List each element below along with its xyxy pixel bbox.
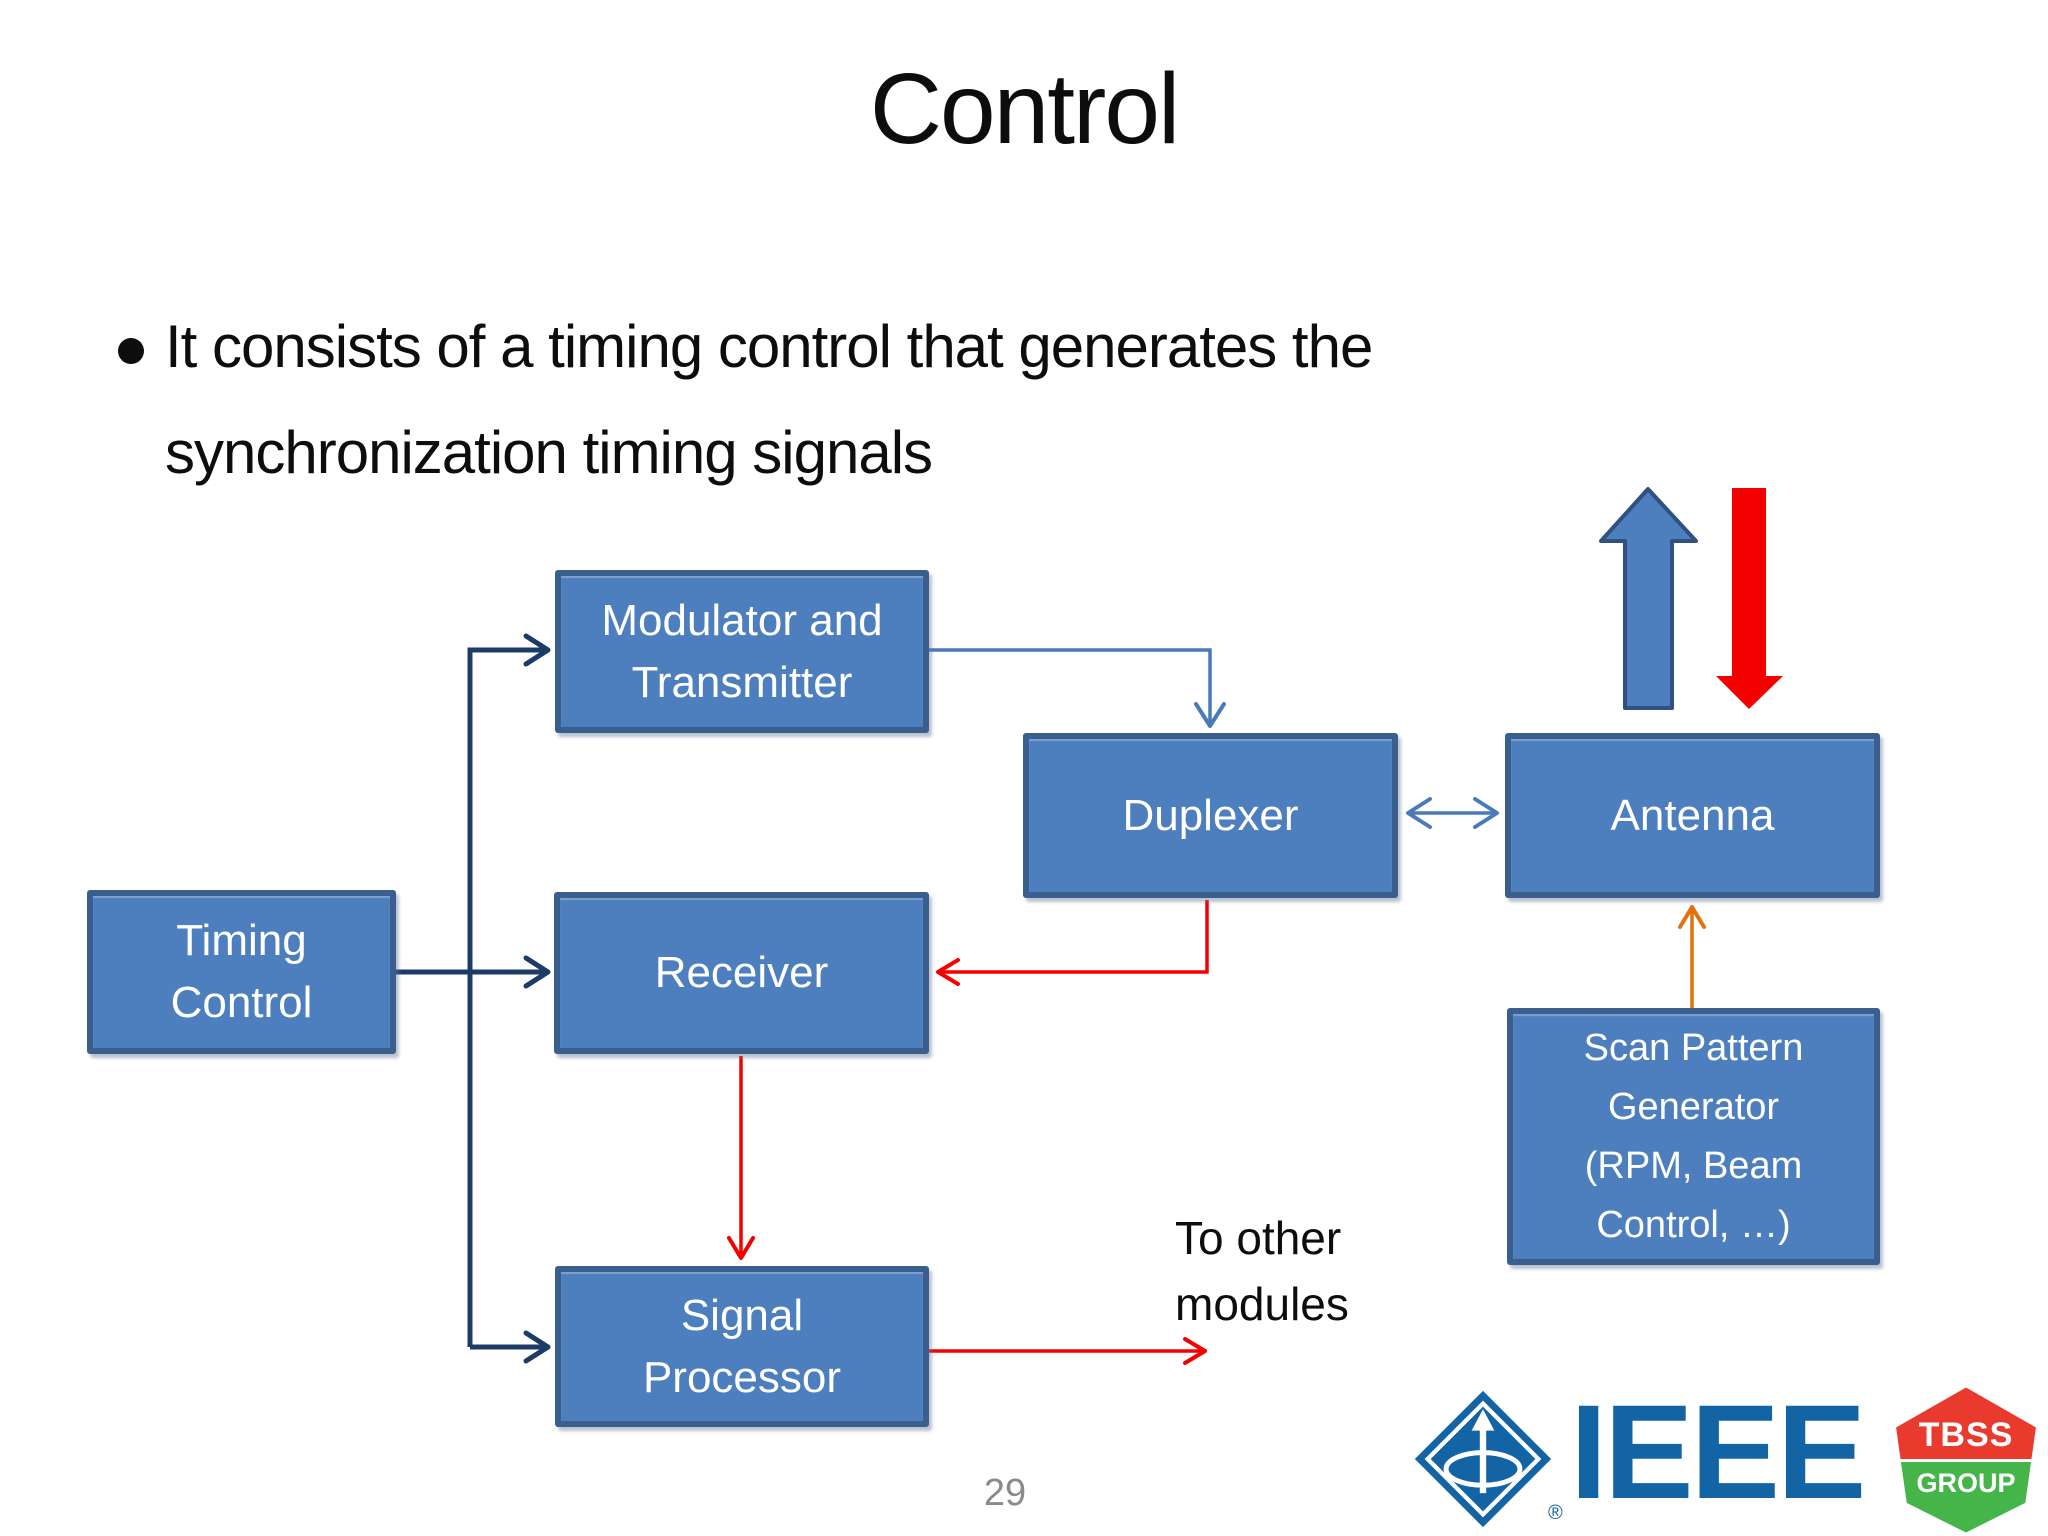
box-receiver: Receiver [554, 892, 929, 1054]
bullet-text: It consists of a timing control that gen… [165, 313, 1373, 486]
box-signal-processor: Signal Processor [555, 1266, 929, 1427]
box-antenna-label: Antenna [1610, 790, 1775, 840]
box-receiver-label: Receiver [654, 948, 829, 997]
page-number: 29 [983, 1472, 1027, 1514]
tbss-badge-bottom-text: GROUP [1916, 1467, 2016, 1498]
connector-modulator-to-duplexer [929, 648, 1226, 728]
ieee-diamond-icon [1414, 1390, 1552, 1528]
connector-branch-to-modulator [467, 633, 551, 1347]
receive-down-arrow-icon [1716, 488, 1783, 709]
transmit-up-arrow-icon [1599, 487, 1698, 710]
tbss-badge-bottom: GROUP [1896, 1458, 2036, 1533]
ieee-registered-mark: ® [1548, 1502, 1563, 1524]
box-modulator-transmitter: Modulator and Transmitter [555, 570, 929, 733]
to-other-modules-label: To other modules [1175, 1212, 1349, 1330]
box-duplexer: Duplexer [1023, 733, 1398, 898]
bullet-icon [118, 338, 144, 364]
tbss-badge-top: TBSS [1896, 1387, 2036, 1459]
box-scan-pattern-generator: Scan Pattern Generator (RPM, Beam Contro… [1507, 1008, 1880, 1265]
box-antenna: Antenna [1505, 733, 1880, 898]
connector-duplexer-to-receiver [936, 900, 1209, 986]
box-duplexer-label: Duplexer [1122, 790, 1299, 840]
ieee-wordmark: IEEE [1570, 1378, 1866, 1527]
slide-title: Control [869, 53, 1180, 165]
box-modulator-transmitter-label: Modulator and Transmitter [601, 595, 883, 707]
box-signal-processor-label: Signal Processor [642, 1290, 842, 1402]
box-timing-control: Timing Control [87, 890, 396, 1054]
tbss-group-badge: TBSS GROUP [1896, 1387, 2036, 1533]
box-timing-control-label: Timing Control [170, 916, 313, 1027]
tbss-badge-top-text: TBSS [1918, 1415, 2014, 1454]
box-scan-pattern-generator-label: Scan Pattern Generator (RPM, Beam Contro… [1583, 1026, 1804, 1246]
